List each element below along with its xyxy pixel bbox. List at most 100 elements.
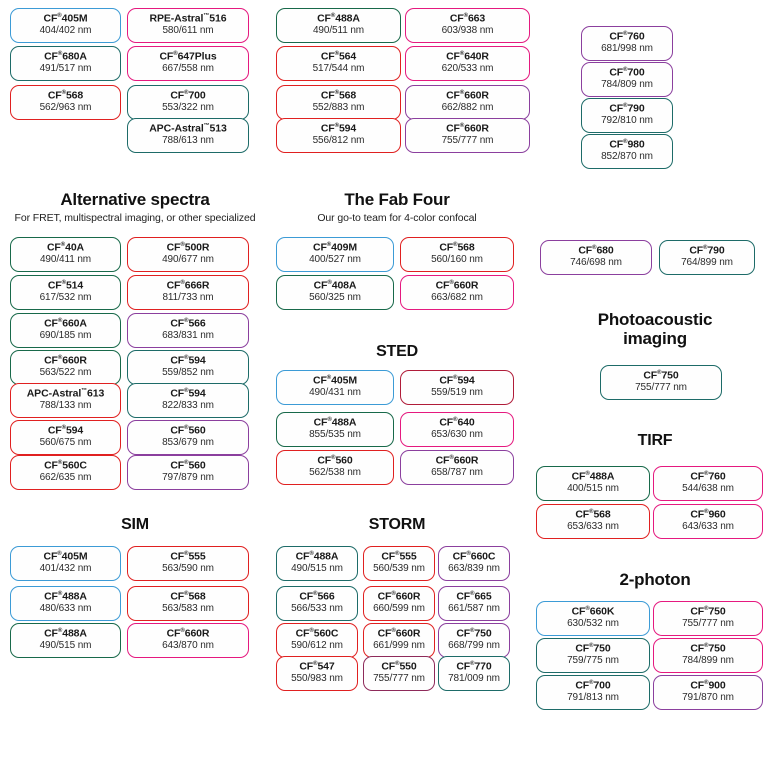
- registered-mark-icon: ™: [81, 388, 88, 395]
- registered-mark-icon: ®: [57, 628, 63, 635]
- registered-mark-icon: ®: [326, 242, 332, 249]
- registered-mark-icon: ®: [313, 591, 318, 598]
- dye-pill-spectra: 661/999 nm: [373, 640, 425, 652]
- dye-pill-name: CF®566: [170, 317, 206, 330]
- dye-pill-spectra: 617/532 nm: [39, 292, 92, 304]
- registered-mark-icon: ®: [470, 628, 475, 635]
- dye-pill-spectra: 563/590 nm: [162, 563, 214, 575]
- dye-pill-spectra: 853/679 nm: [162, 437, 214, 449]
- dye-pill-spectra: 544/638 nm: [682, 483, 734, 495]
- dye-pill-name: CF®647Plus: [159, 50, 217, 63]
- dye-pill-spectra: 746/698 nm: [570, 257, 622, 269]
- dye-pill-spectra: 852/870 nm: [601, 151, 653, 163]
- registered-mark-icon: ®: [184, 551, 189, 558]
- section-title-storm: STORM: [368, 516, 426, 533]
- dye-pill-name: CF®700: [609, 66, 645, 79]
- registered-mark-icon: ®: [327, 417, 332, 424]
- dye-pill-spectra: 791/813 nm: [567, 692, 619, 704]
- registered-mark-icon: ®: [309, 628, 314, 635]
- dye-pill-name: CF®514: [47, 279, 84, 292]
- registered-mark-icon: ®: [395, 661, 400, 668]
- registered-mark-icon: ®: [184, 355, 189, 362]
- dye-pill-name: CF®660R: [446, 122, 489, 135]
- dye-pill-name: CF®770: [456, 660, 492, 673]
